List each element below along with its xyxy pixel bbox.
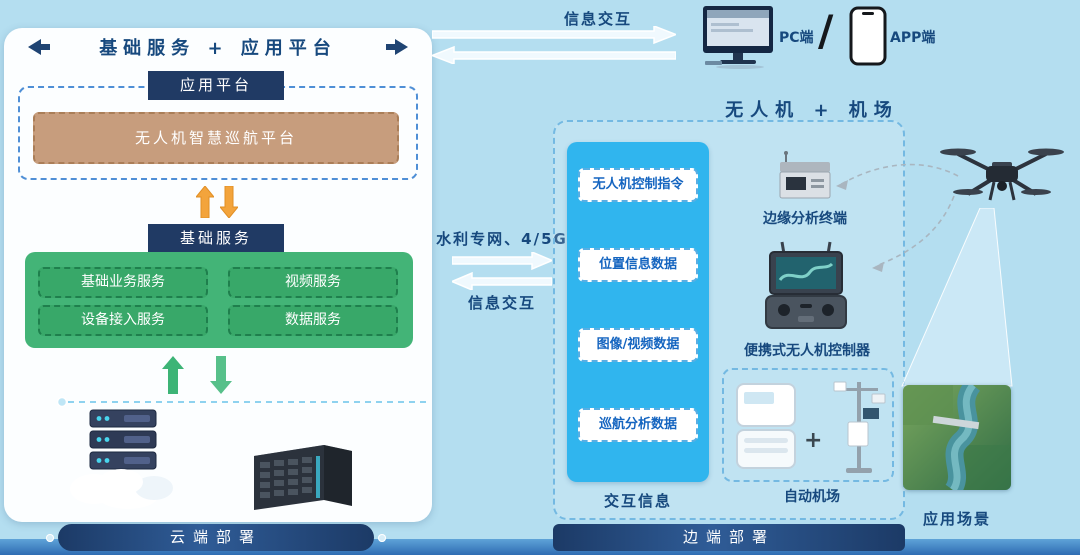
app-platform-header: 应用平台 [148, 71, 284, 100]
cloud-panel-title: 基础服务 + 应用平台 [99, 38, 337, 59]
top-exchange-label: 信息交互 [563, 10, 632, 28]
service-box-device: 设备接入服务 [38, 305, 208, 336]
airport-group: + [722, 368, 894, 482]
airport-label: 自动机场 [784, 489, 840, 505]
edge-terminal-label: 边缘分析终端 [763, 211, 847, 227]
connector-dashed-line [56, 396, 426, 408]
hangar-cabinet-icon [736, 383, 796, 469]
bar-dot-left [46, 534, 54, 542]
bar-dot-right [378, 534, 386, 542]
app-label: APP端 [890, 30, 936, 46]
right-arrow-icon [386, 39, 408, 55]
data-item-analysis: 巡航分析数据 [578, 408, 698, 442]
up-arrow-icon [196, 186, 214, 218]
camera-beam-cone [901, 208, 1013, 387]
down-arrow-icon [220, 186, 238, 218]
drone-link-dashed-arrows [836, 163, 959, 272]
service-box-business: 基础业务服务 [38, 267, 208, 298]
data-exchange-box: 无人机控制指令 位置信息数据 图像/视频数据 巡航分析数据 [567, 142, 709, 482]
green-up-arrow-icon [162, 356, 184, 394]
rack-server-icon [254, 445, 352, 510]
drone-icon [940, 148, 1064, 201]
mid-exchange-arrows-icon [452, 252, 552, 290]
base-service-header: 基础服务 [148, 224, 284, 253]
base-service-group: 基础业务服务 视频服务 设备接入服务 数据服务 [25, 252, 413, 348]
network-label: 水利专网、4/5G [436, 230, 568, 248]
service-box-data: 数据服务 [228, 305, 398, 336]
pc-label: PC端 [779, 30, 814, 46]
green-down-arrow-icon [210, 356, 232, 394]
edge-panel-title: 无人机 + 机场 [725, 100, 899, 121]
edge-terminal-icon [779, 151, 831, 199]
portable-controller-icon [765, 241, 847, 329]
scene-label: 应用场景 [922, 510, 991, 528]
data-item-media: 图像/视频数据 [578, 328, 698, 362]
service-box-video: 视频服务 [228, 267, 398, 298]
data-item-control: 无人机控制指令 [578, 168, 698, 202]
data-box-caption: 交互信息 [603, 492, 672, 510]
plus-sign: + [804, 428, 823, 453]
top-exchange-arrows-icon [432, 26, 676, 64]
smartphone-icon [849, 6, 887, 66]
data-item-position: 位置信息数据 [578, 248, 698, 282]
slash-divider: / [818, 6, 834, 55]
scene-photo [903, 385, 1011, 490]
edge-footer-bar: 边端部署 [553, 524, 905, 551]
pc-monitor-icon [703, 6, 773, 69]
uav-platform-box: 无人机智慧巡航平台 [33, 112, 399, 164]
weather-station-icon [833, 381, 886, 473]
cloud-panel: 基础服务 + 应用平台 应用平台 无人机智慧巡航平台 基础服务 基础业务服务 视… [4, 28, 432, 522]
river-scene-image [903, 385, 1011, 490]
left-arrow-icon [28, 39, 50, 55]
cloud-server-icon [70, 409, 173, 509]
cloud-footer-bar: 云端部署 [58, 524, 374, 551]
portable-controller-label: 便携式无人机控制器 [744, 343, 870, 359]
mid-exchange-label: 信息交互 [467, 294, 536, 312]
